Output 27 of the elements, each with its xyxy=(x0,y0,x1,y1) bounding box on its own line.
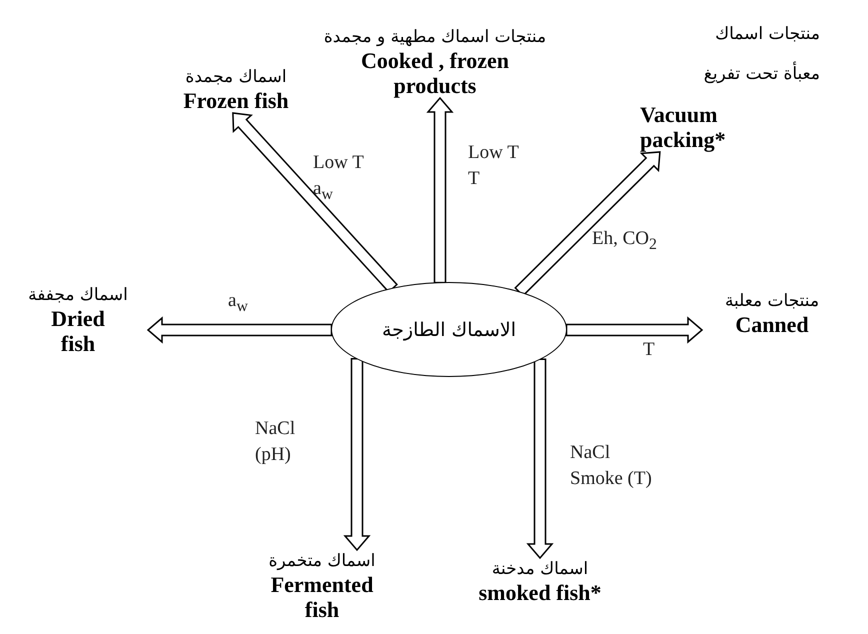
edge-label: NaCl (pH) xyxy=(255,417,296,467)
block-arrow xyxy=(146,316,332,344)
edge-label: a$_{w}$ xyxy=(228,289,249,317)
edge-label: Low T a$_{w}$ xyxy=(313,151,364,205)
arabic-caption: منتجات اسماك مطهية و مجمدة xyxy=(322,26,548,48)
product-name: Dried fish xyxy=(50,306,106,356)
product-name: Canned xyxy=(734,312,810,337)
edge-label: T xyxy=(643,338,656,362)
arabic-caption: منتجات اسماك معبأة تحت تفريغ xyxy=(702,23,820,86)
product-name: Fermented fish xyxy=(270,572,374,622)
block-arrow xyxy=(343,358,371,552)
edge-label: NaCl Smoke (T) xyxy=(570,441,653,491)
product-name: Vacuum packing* xyxy=(640,102,727,152)
edge-label: Eh, CO$_{2}$ xyxy=(592,227,658,255)
product-name: smoked fish* xyxy=(478,580,602,605)
arabic-caption: اسماك مجمدة xyxy=(184,66,288,88)
edge-label: Low T T xyxy=(468,141,520,191)
arabic-caption: اسماك متخمرة xyxy=(268,550,376,572)
arabic-caption: اسماك مدخنة xyxy=(490,558,590,580)
arabic-caption: منتجات معلبة xyxy=(724,290,820,312)
product-name: Cooked , frozen products xyxy=(360,48,510,98)
block-arrow xyxy=(526,358,554,560)
block-arrow xyxy=(566,316,704,344)
arabic-caption: اسماك مجففة xyxy=(27,284,129,306)
block-arrow xyxy=(426,96,454,284)
product-name: Frozen fish xyxy=(182,88,290,113)
ellipse-node: الاسماك الطازجة xyxy=(331,282,567,377)
